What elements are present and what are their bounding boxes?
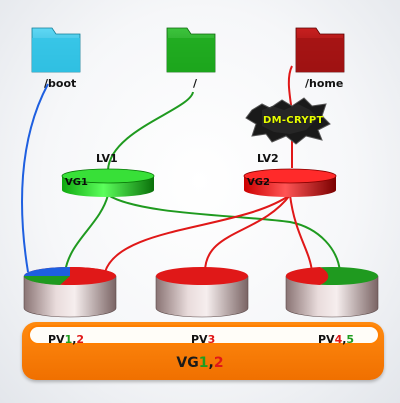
lv1-label: LV1 (96, 152, 118, 165)
folder-icon-home[interactable] (295, 27, 345, 73)
dm-crypt-label: DM-CRYPT (263, 115, 324, 126)
lv2-vg-tag: VG2 (247, 177, 270, 188)
lv1-vg-tag: VG1 (65, 177, 88, 188)
physical-volume-strip (28, 325, 380, 345)
dm-crypt-cloud (245, 97, 331, 145)
lv1-cylinder[interactable] (61, 168, 155, 197)
pv12-label: PV1,2 (48, 333, 85, 346)
mount-label-home: /home (305, 77, 344, 90)
pv3-cylinder[interactable] (155, 267, 249, 318)
pv3-label: PV3 (191, 333, 216, 346)
folder-icon-root[interactable] (166, 27, 216, 73)
pv45-cylinder[interactable] (285, 267, 379, 318)
pv45-label: PV4,5 (318, 333, 355, 346)
lv2-label: LV2 (257, 152, 279, 165)
mount-label-boot: /boot (44, 77, 77, 90)
mount-label-root: / (193, 77, 198, 90)
lv2-cylinder[interactable] (243, 168, 337, 197)
pv12-cylinder[interactable] (23, 267, 117, 318)
volume-group-label: VG1,2 (176, 355, 224, 371)
folder-icon-boot[interactable] (31, 27, 81, 73)
